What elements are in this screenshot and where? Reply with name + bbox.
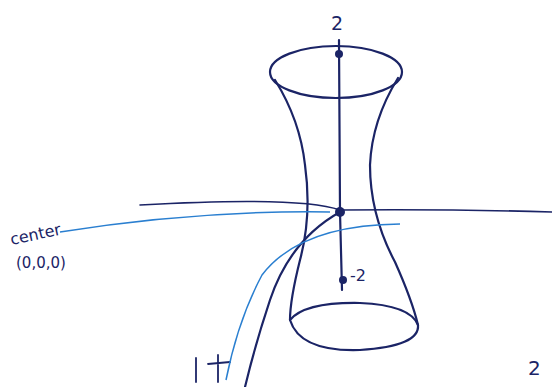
right-side (370, 78, 418, 325)
axis-value: -2 (350, 268, 366, 284)
plane-line (140, 201, 552, 212)
left-side (275, 80, 308, 320)
axis-value: 2 (528, 358, 541, 378)
leader-line (60, 212, 330, 232)
top-ellipse (270, 46, 402, 98)
axis-value: 2 (331, 14, 343, 33)
center-point (335, 207, 345, 217)
z-axis (339, 40, 342, 290)
blue-curve (226, 224, 400, 380)
point (339, 276, 347, 284)
bottom-ellipse (290, 303, 418, 350)
center-label: center (9, 222, 63, 248)
point (335, 50, 343, 58)
coordinate-label: (0,0,0) (16, 256, 66, 271)
tick-mark (195, 358, 197, 382)
axis-line (245, 212, 340, 387)
